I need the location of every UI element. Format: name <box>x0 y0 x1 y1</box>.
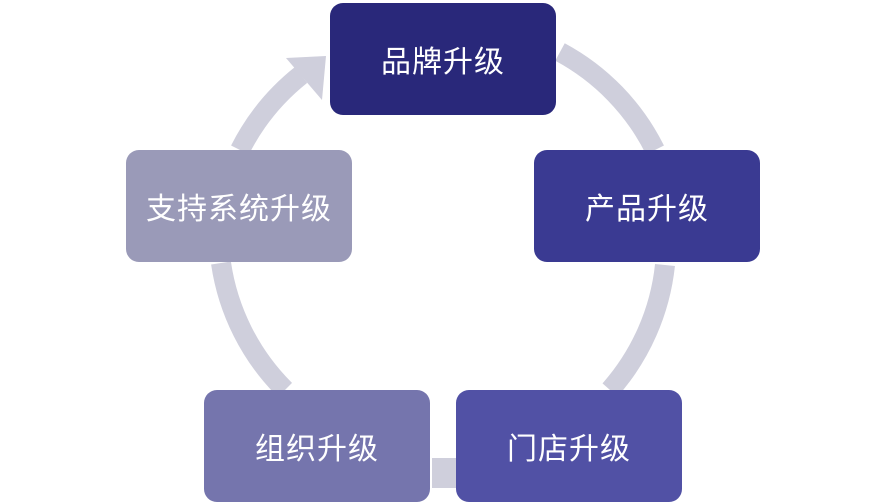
connector-arc-3-4 <box>432 458 456 488</box>
node-brand-upgrade: 品牌升级 <box>330 3 556 115</box>
node-organization-upgrade: 组织升级 <box>204 390 430 502</box>
cycle-arrowhead-icon <box>286 56 326 100</box>
node-support-system-upgrade: 支持系统升级 <box>126 150 352 262</box>
node-product-upgrade: 产品升级 <box>534 150 760 262</box>
connector-arc-4-5 <box>211 261 293 398</box>
connector-arc-5-1 <box>231 67 308 155</box>
connector-arc-2-3 <box>602 263 675 397</box>
node-store-upgrade: 门店升级 <box>456 390 682 502</box>
connector-arc-1-2 <box>555 43 664 155</box>
